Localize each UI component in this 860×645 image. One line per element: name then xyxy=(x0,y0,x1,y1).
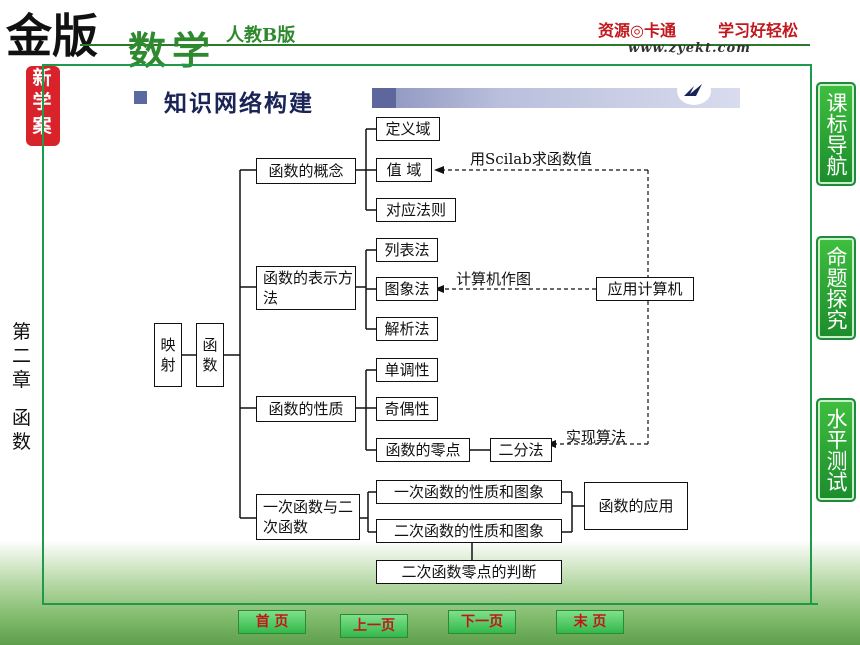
content-frame xyxy=(42,64,812,604)
first-page-button[interactable]: 首 页 xyxy=(238,610,306,634)
nav-button-curriculum[interactable]: 课标导航 xyxy=(816,82,856,186)
prev-page-button[interactable]: 上一页 xyxy=(340,614,408,638)
site-url: www.zyekt.com xyxy=(628,41,751,56)
chapter-label: 第二章 函数 xyxy=(12,321,32,453)
section-decor-bar xyxy=(372,88,740,108)
section-title: 知识网络构建 xyxy=(164,91,314,117)
site-brand: 资源◎卡通 xyxy=(598,21,676,40)
node-quadratic-zero-judgement: 二次函数零点的判断 xyxy=(376,560,562,584)
node-representation: 函数的表示方法 xyxy=(256,266,356,310)
node-mapping: 映射 xyxy=(154,323,182,387)
last-page-button[interactable]: 末 页 xyxy=(556,610,624,634)
bird-emblem-icon xyxy=(677,77,711,105)
node-function-application: 函数的应用 xyxy=(584,482,688,530)
nav-button-level-test[interactable]: 水平测试 xyxy=(816,398,856,502)
node-linear-properties: 一次函数的性质和图象 xyxy=(376,480,562,504)
logo-char-1: 金版 xyxy=(5,9,98,63)
note-computer-plot: 计算机作图 xyxy=(456,270,532,288)
header-rule xyxy=(80,44,810,46)
node-analytic-method: 解析法 xyxy=(376,317,438,341)
node-table-method: 列表法 xyxy=(376,238,438,262)
logo-badge-text: 新学案 xyxy=(32,67,52,137)
site-slogan: 学习好轻松 xyxy=(718,21,799,40)
node-range: 值 域 xyxy=(376,158,432,182)
edition-label: 人教B版 xyxy=(226,25,296,46)
knowledge-network-diagram: 映射 函数 函数的概念 定义域 值 域 对应法则 函数的表示方法 列表法 图象法… xyxy=(150,112,710,592)
note-scilab: 用Scilab求函数值 xyxy=(470,150,592,168)
diagram-connectors xyxy=(180,128,649,560)
node-domain: 定义域 xyxy=(376,117,440,141)
node-function-zeros: 函数的零点 xyxy=(376,438,470,462)
node-function: 函数 xyxy=(196,323,224,387)
nav-button-problem-explore[interactable]: 命题探究 xyxy=(816,236,856,340)
note-implement-algorithm: 实现算法 xyxy=(566,428,627,446)
node-linear-quadratic: 一次函数与二次函数 xyxy=(256,494,360,540)
node-computer-application: 应用计算机 xyxy=(596,277,694,301)
next-page-button[interactable]: 下一页 xyxy=(448,610,516,634)
grass-background xyxy=(0,540,860,645)
node-function-properties: 函数的性质 xyxy=(256,396,356,422)
node-correspondence-rule: 对应法则 xyxy=(376,198,456,222)
node-monotonicity: 单调性 xyxy=(376,358,438,382)
section-decor-cap xyxy=(372,88,396,108)
node-function-concept: 函数的概念 xyxy=(256,158,356,184)
node-bisection: 二分法 xyxy=(490,438,552,462)
node-parity: 奇偶性 xyxy=(376,397,438,421)
section-bullet-icon xyxy=(134,91,147,104)
bottom-rule xyxy=(42,603,818,605)
node-quadratic-properties: 二次函数的性质和图象 xyxy=(376,519,562,543)
node-graph-method: 图象法 xyxy=(376,277,438,301)
